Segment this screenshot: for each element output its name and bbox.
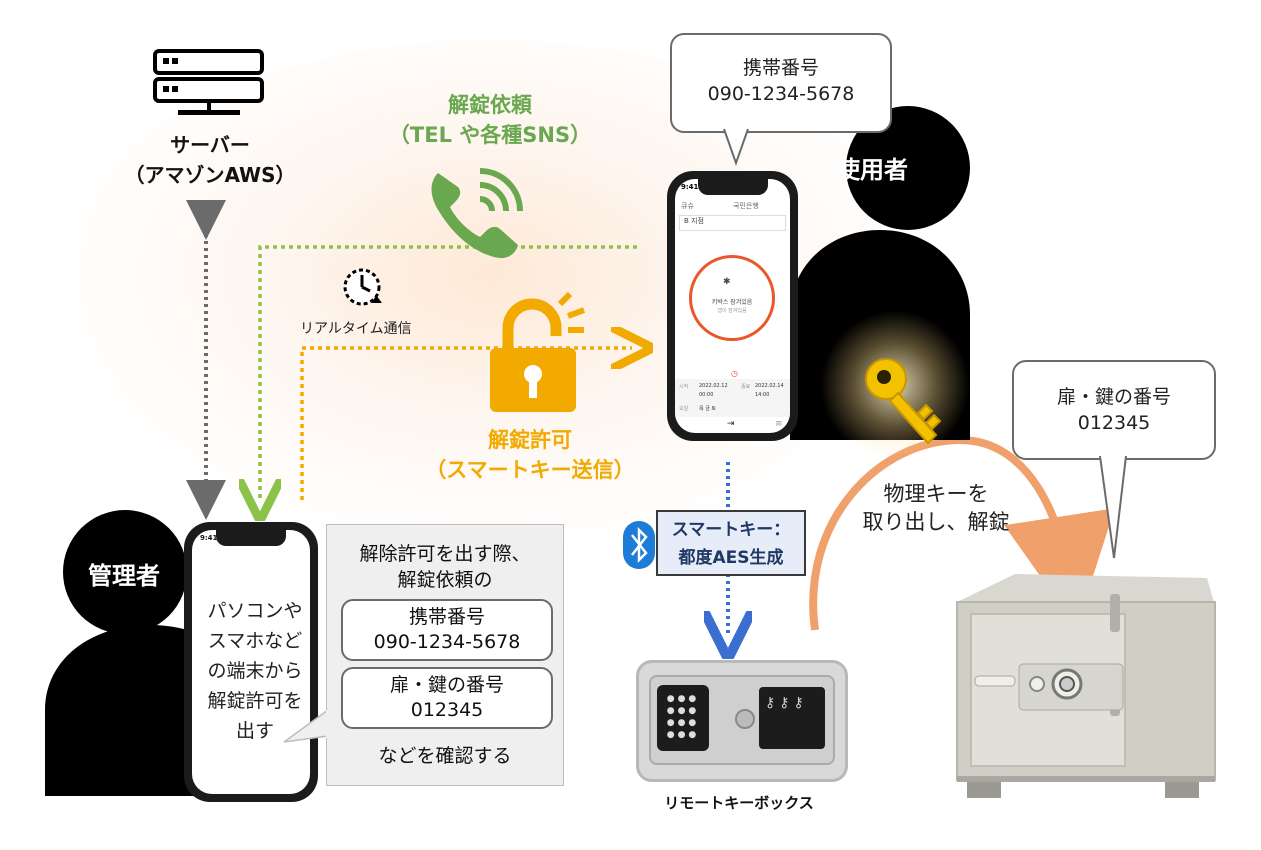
app-start-date: 2022.02.12 [699,383,728,389]
server-label-line1: サーバー [170,133,250,157]
physical-key-arc [809,435,1115,631]
confirm-panel: 解除許可を出す際、 解錠依頼の 携帯番号 090-1234-5678 扉・鍵の番… [326,524,564,786]
clock-icon [343,268,382,306]
app-schedule [675,379,790,417]
confirm-intro-line2: 解錠依頼の [397,569,493,591]
physical-key-label: 物理キーを 取り出し、解錠 [836,480,1036,536]
admin-phone-line5: 出す [235,720,274,742]
app-branch-select[interactable]: B 지점 [679,215,786,231]
user-bubble-tail [723,127,749,167]
smartkey-line2: 都度AES生成 [678,548,784,568]
key-icon [865,358,942,445]
app-enter-icon[interactable]: ⇥ [727,419,735,429]
user-bubble-line1: 携帯番号 [742,57,819,79]
confirm-panel-tail [283,709,332,743]
request-line [260,245,637,500]
keypad-buttons: ●●●●●●●●●●●● [666,694,700,740]
request-subtitle: （TEL や各種SNS） [388,123,592,147]
permit-title: 解錠許可 [488,428,572,452]
app-ring-text1: 키박스 잠겨있음 [711,299,753,306]
confirm-phone-box: 携帯番号 090-1234-5678 [341,599,553,661]
confirm-box2-line1: 扉・鍵の番号 [389,674,504,696]
permit-subtitle: （スマートキー送信） [425,458,635,482]
safe-bubble-tail [1099,454,1127,559]
request-title: 解錠依頼 [448,93,532,117]
remote-keybox: ●●●●●●●●●●●● ⚷⚷⚷ [636,660,848,782]
app-start-label: 시작 [679,384,689,390]
app-weekday-label: 요일 [679,406,689,412]
user-bubble-line2: 090-1234-5678 [707,83,855,105]
confirm-box2-line2: 012345 [410,699,484,721]
confirm-intro: 解除許可を出す際、 解錠依頼の [327,541,563,593]
bluetooth-icon [623,521,655,569]
app-weekday-value: 목 금 토 [699,406,716,412]
app-end-date: 2022.02.14 [755,383,784,389]
physical-key-line1: 物理キーを [883,482,989,506]
app-clock-icon: ◷ [731,369,738,378]
server-label-line2: （アマゾンAWS） [124,163,296,187]
app-time: 9:41 [681,183,699,191]
confirm-footer: などを確認する [378,745,512,767]
padlock-icon [490,291,586,412]
user-phone-notch [697,179,768,195]
app-screen: 9:41 큐슈 국민은행 B 지점 ✱ 키박스 잠겨있음 앱이 잠겨있음 ◷ 시… [675,179,790,433]
smartkey-line1: スマートキー： [671,520,791,540]
phone-call-icon [431,168,523,259]
app-lock-ring[interactable] [689,255,775,341]
admin-phone-time: 9:41 [200,534,218,542]
app-region-select[interactable]: 큐슈 [681,202,694,210]
key-slots: ⚷⚷⚷ [759,687,825,749]
realtime-label: リアルタイム通信 [300,321,412,337]
admin-phone-line2: スマホなど [207,630,303,652]
app-bank-select[interactable]: 국민은행 [733,202,759,210]
user-label: 使用者 [836,156,908,184]
app-end-label: 종료 [741,384,751,390]
confirm-key-box: 扉・鍵の番号 012345 [341,667,553,729]
app-menu-icon[interactable]: ≡ [775,419,783,429]
admin-phone-text: パソコンや スマホなど の端末から 解錠許可を 出す [196,596,310,746]
admin-phone-screen: 9:41 パソコンや スマホなど の端末から 解錠許可を 出す [192,530,310,794]
server-icon [153,49,264,115]
server-label: サーバー （アマゾンAWS） [90,130,330,190]
app-ring-text2: 앱이 잠겨있음 [717,308,747,314]
safe-key-bubble: 扉・鍵の番号 012345 [1012,360,1216,460]
key-slot-icons: ⚷⚷⚷ [765,695,808,711]
keypad[interactable]: ●●●●●●●●●●●● [657,685,709,751]
permit-label: 解錠許可 （スマートキー送信） [410,425,650,485]
admin-label: 管理者 [88,562,160,590]
admin-phone-notch [216,530,286,546]
admin-phone-line4: 解錠許可を [207,690,303,712]
safe-bubble-line2: 012345 [1077,412,1151,434]
app-end-time: 14:00 [755,392,770,398]
remote-keybox-label: リモートキーボックス [664,794,814,812]
user-phone: 9:41 큐슈 국민은행 B 지점 ✱ 키박스 잠겨있음 앱이 잠겨있음 ◷ 시… [667,171,798,441]
safe-bubble-line1: 扉・鍵の番号 [1056,386,1171,408]
keybox-lock [735,709,755,729]
user-phone-bubble: 携帯番号 090-1234-5678 [670,33,892,133]
request-label: 解錠依頼 （TEL や各種SNS） [380,90,600,150]
confirm-intro-line1: 解除許可を出す際、 [359,543,531,565]
physical-key-line2: 取り出し、解錠 [862,510,1010,534]
app-start-time: 00:00 [699,392,714,398]
confirm-box1-line2: 090-1234-5678 [373,631,521,653]
admin-phone: 9:41 パソコンや スマホなど の端末から 解錠許可を 出す [184,522,318,802]
admin-phone-line3: の端末から [207,660,303,682]
admin-phone-line1: パソコンや [207,600,303,622]
smartkey-box: スマートキー： 都度AES生成 [656,510,806,576]
bluetooth-small-icon: ✱ [723,277,731,287]
safe-icon [956,574,1216,798]
confirm-box1-line1: 携帯番号 [408,606,485,628]
